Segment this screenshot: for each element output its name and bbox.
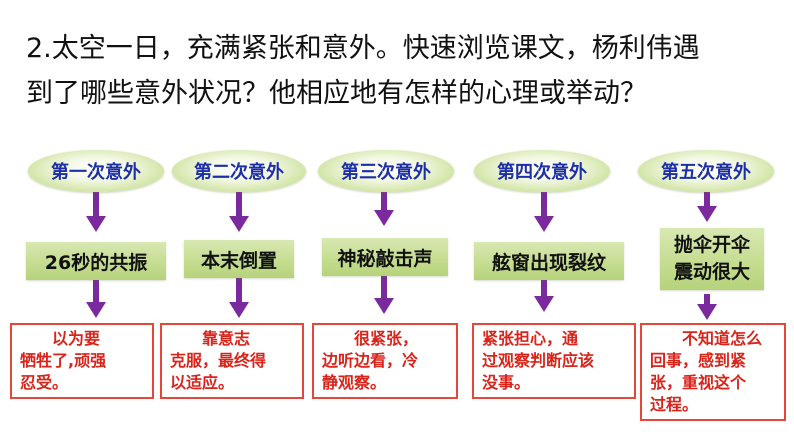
reaction-line: 边听边看，冷 — [322, 351, 419, 370]
event-first: 26秒的共振 — [26, 242, 166, 280]
reaction-line: 没事。 — [482, 373, 531, 392]
reaction-third: 很紧张， 边听边看，冷 静观察。 — [312, 323, 458, 399]
reaction-line: 靠意志 — [170, 329, 251, 348]
question-line-2: 到了哪些意外状况？他相应地有怎样的心理或举动？ — [26, 78, 647, 109]
reaction-line: 静观察。 — [322, 373, 387, 392]
event-fourth: 舷窗出现裂纹 — [474, 242, 624, 280]
reaction-first: 以为要 牺牲了,顽强 忍受。 — [10, 323, 154, 399]
reaction-line: 不知道怎么 — [650, 329, 763, 348]
down-arrow-icon — [697, 294, 717, 320]
reaction-line: 回事，感到紧 — [650, 351, 747, 370]
down-arrow-icon — [534, 278, 554, 312]
event-fifth-line: 震动很大 — [673, 261, 750, 283]
down-arrow-icon — [534, 192, 554, 232]
reaction-fifth: 不知道怎么 回事，感到紧 张，重视这个 过程。 — [640, 323, 786, 421]
reaction-line: 克服，最终得 — [170, 351, 267, 370]
event-first-text: 26秒的共振 — [44, 251, 148, 274]
reaction-second: 靠意志 克服，最终得 以适应。 — [160, 323, 304, 399]
down-arrow-icon — [229, 278, 249, 318]
event-fifth-line: 抛伞开伞 — [673, 234, 750, 256]
label-third-surprise: 第三次意外 — [318, 150, 454, 192]
reaction-line: 过观察判断应该 — [482, 351, 595, 370]
reaction-line: 忍受。 — [20, 373, 69, 392]
event-second-text: 本末倒置 — [200, 249, 277, 272]
reaction-fourth: 紧张担心，通 过观察判断应该 没事。 — [472, 323, 636, 399]
label-second-surprise: 第二次意外 — [172, 150, 306, 192]
reaction-line: 过程。 — [650, 395, 699, 414]
reaction-line: 牺牲了,顽强 — [20, 351, 107, 370]
down-arrow-icon — [229, 192, 249, 232]
question-text: 2.太空一日，充满紧张和意外。快速浏览课文，杨利伟遇 到了哪些意外状况？他相应地… — [26, 26, 776, 116]
event-second: 本末倒置 — [184, 240, 294, 278]
down-arrow-icon — [697, 192, 717, 222]
question-line-1: 2.太空一日，充满紧张和意外。快速浏览课文，杨利伟遇 — [26, 33, 700, 64]
reaction-line: 以适应。 — [170, 373, 235, 392]
reaction-line: 张，重视这个 — [650, 373, 747, 392]
label-first-surprise: 第一次意外 — [28, 150, 164, 192]
reaction-line: 以为要 — [20, 329, 101, 348]
down-arrow-icon — [86, 192, 106, 232]
event-third: 神秘敲击声 — [322, 238, 448, 276]
down-arrow-icon — [374, 270, 394, 314]
event-fifth: 抛伞开伞 震动很大 — [660, 228, 764, 290]
event-third-text: 神秘敲击声 — [337, 247, 433, 270]
label-fourth-surprise: 第四次意外 — [474, 150, 610, 192]
down-arrow-icon — [86, 278, 106, 318]
event-fourth-text: 舷窗出现裂纹 — [491, 251, 606, 274]
reaction-line: 很紧张， — [322, 329, 419, 348]
label-fifth-surprise: 第五次意外 — [638, 150, 774, 192]
down-arrow-icon — [374, 192, 394, 226]
reaction-line: 紧张担心，通 — [482, 329, 579, 348]
